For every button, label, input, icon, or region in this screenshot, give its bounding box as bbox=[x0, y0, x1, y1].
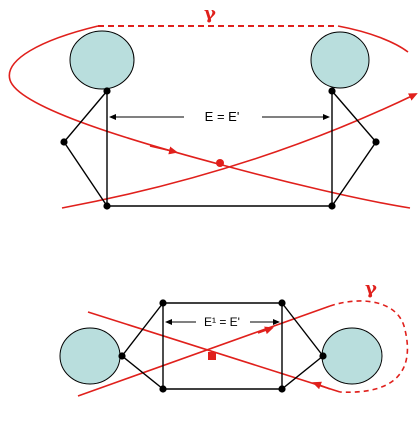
top-right-boundary-circle bbox=[310, 31, 370, 89]
top-gamma-curve bbox=[8, 25, 411, 209]
bottom-diagram: γ E¹ = E' bbox=[59, 278, 409, 397]
bottom-left-boundary-circle bbox=[59, 327, 121, 385]
top-left-boundary-circle bbox=[69, 30, 135, 90]
top-vertices bbox=[60, 87, 380, 210]
bottom-graph-edges bbox=[121, 302, 324, 390]
bottom-vertices bbox=[118, 299, 327, 393]
bottom-gamma-line-down-arrow bbox=[312, 381, 331, 390]
top-gamma-arrow-head bbox=[149, 145, 178, 155]
top-gamma-curve-right bbox=[337, 25, 409, 53]
top-crossing-point bbox=[216, 159, 224, 167]
bottom-crossing-point bbox=[208, 352, 216, 360]
top-edge-label: E = E' bbox=[205, 109, 240, 124]
top-gamma-label: γ bbox=[204, 3, 216, 24]
bottom-right-boundary-circle bbox=[321, 327, 383, 385]
bottom-edge-label: E¹ = E' bbox=[204, 315, 240, 329]
bottom-gamma-line-up-arrow bbox=[257, 326, 274, 335]
top-graph-edges bbox=[63, 90, 377, 207]
top-gamma-cross-line bbox=[61, 93, 418, 209]
bottom-gamma-label: γ bbox=[365, 278, 377, 299]
bottom-gamma-line-up bbox=[77, 305, 331, 397]
top-diagram: γ E = E' bbox=[8, 3, 418, 210]
bottom-gamma-dashed-loop bbox=[329, 300, 409, 393]
